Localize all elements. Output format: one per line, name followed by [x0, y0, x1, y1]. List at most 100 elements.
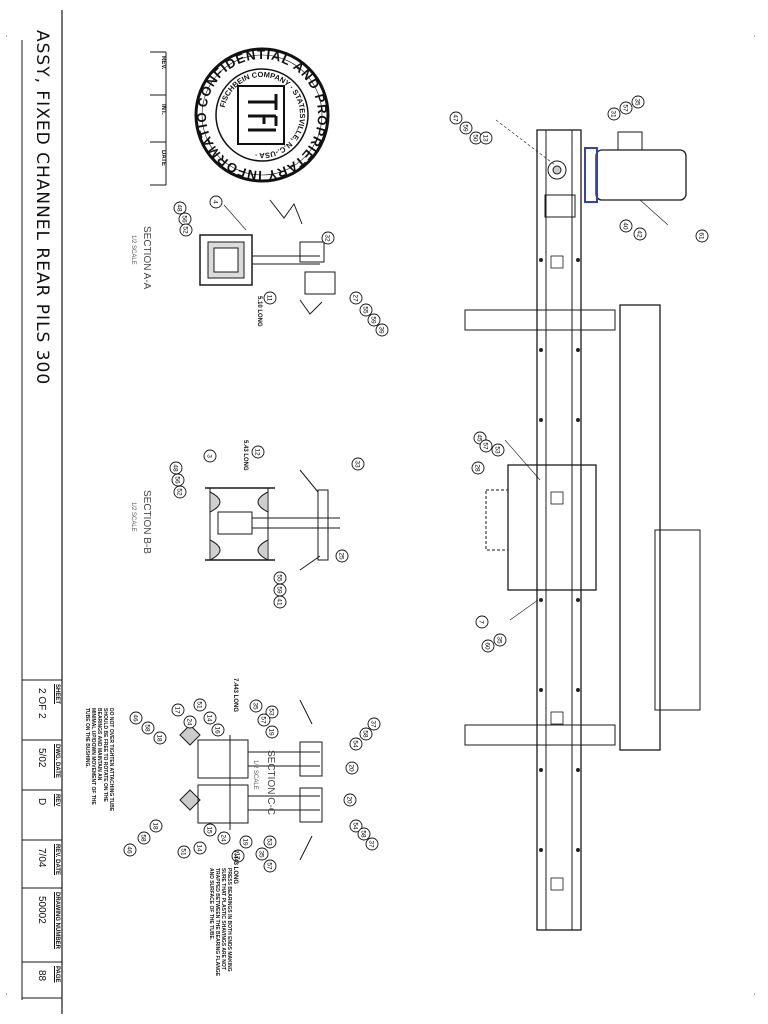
section-a-label: SECTION A-A	[141, 226, 152, 290]
part-balloon-number: 3	[206, 454, 213, 458]
part-balloon: 24	[183, 715, 197, 729]
part-balloon: 58	[141, 721, 155, 735]
part-balloon: 31	[607, 107, 621, 121]
part-balloon: 42	[633, 227, 647, 241]
title-block-value: D	[36, 798, 47, 806]
part-balloon: 20	[343, 793, 357, 807]
section-c-dim-top: 7.443 LONG	[232, 678, 238, 713]
part-balloon: 48	[169, 461, 183, 475]
part-balloon-number: 56	[181, 215, 188, 223]
part-balloon-number: 51	[196, 701, 203, 709]
part-balloon: 4	[209, 195, 223, 209]
part-balloon: 53	[263, 835, 277, 849]
part-balloon: 59	[459, 121, 473, 135]
part-balloon: 35	[255, 847, 269, 861]
part-balloon: 57	[619, 101, 633, 115]
part-balloon: 60	[481, 639, 495, 653]
part-balloon-number: 60	[484, 642, 491, 650]
section-c-dim-bottom: 7.443 LONG	[232, 850, 238, 885]
part-balloon-number: 55	[362, 306, 369, 314]
part-balloon-number: 14	[206, 714, 213, 722]
part-balloon-number: 57	[482, 442, 489, 450]
part-balloon-number: 28	[474, 464, 481, 472]
part-balloon-number: 16	[214, 726, 221, 734]
part-balloon: 41	[273, 595, 287, 609]
part-balloon-number: 58	[362, 730, 369, 738]
part-balloon-number: 17	[234, 852, 241, 860]
part-balloon-number: 58	[360, 830, 367, 838]
part-balloon: 53	[491, 443, 505, 457]
title-block-header: REV. DATE	[54, 844, 60, 876]
part-balloon: 27	[349, 291, 363, 305]
part-balloon-number: 58	[144, 724, 151, 732]
section-b-scale: 1/2 SCALE	[130, 502, 136, 532]
part-balloon: 61	[695, 229, 709, 243]
part-balloon: 14	[193, 841, 207, 855]
title-block-header: REV	[54, 794, 60, 807]
drawing-title: ASSY, FIXED CHANNEL REAR PILS 300	[32, 30, 52, 386]
part-balloon: 46	[129, 711, 143, 725]
svg-text:': '	[754, 994, 755, 1000]
section-b-label: SECTION B-B	[141, 490, 152, 554]
title-block-value: 5/02	[36, 748, 47, 768]
part-balloon: 59	[273, 583, 287, 597]
part-balloon: 51	[177, 845, 191, 859]
part-balloon: 12	[251, 445, 265, 459]
part-balloon-number: 13	[482, 134, 489, 142]
part-balloon-number: 57	[266, 862, 273, 870]
part-balloon: 25	[335, 549, 349, 563]
part-balloon: 51	[193, 698, 207, 712]
part-balloon-number: 35	[496, 636, 503, 644]
svg-text:': '	[6, 36, 7, 42]
part-balloon-number: 37	[368, 840, 375, 848]
part-balloon-number: 18	[152, 822, 159, 830]
tube-note: DO NOT OVER TIGHTEN ATTACHING TUBE SHOUL…	[84, 708, 114, 812]
part-balloon: 35	[249, 699, 263, 713]
part-balloon: 18	[153, 731, 167, 745]
part-balloon-number: 40	[622, 222, 629, 230]
part-balloon: 46	[123, 843, 137, 857]
part-balloon-number: 57	[622, 104, 629, 112]
part-balloon-number: 24	[220, 834, 227, 842]
part-balloon-number: 42	[636, 230, 643, 238]
part-balloon: 15	[203, 823, 217, 837]
svg-text:': '	[6, 994, 7, 1000]
part-balloon: 56	[171, 473, 185, 487]
int-label: INT.	[160, 104, 166, 115]
section-b-b	[205, 469, 340, 571]
part-balloon: 14	[203, 711, 217, 725]
part-balloon: 16	[211, 723, 225, 737]
part-balloon-number: 35	[634, 98, 641, 106]
part-balloon: 57	[479, 439, 493, 453]
part-balloon-number: 17	[174, 706, 181, 714]
part-balloon-number: 41	[276, 598, 283, 606]
part-balloon-number: 37	[370, 720, 377, 728]
part-balloon-number: 51	[180, 848, 187, 856]
part-balloon-number: 24	[186, 718, 193, 726]
part-balloon: 18	[149, 819, 163, 833]
title-block-value: 2 OF 2	[36, 688, 47, 719]
part-balloon-number: 50	[472, 134, 479, 142]
title-block-header: PAGE	[54, 966, 60, 983]
part-balloon: 7	[475, 615, 489, 629]
part-balloon-number: 53	[266, 838, 273, 846]
part-balloon: 35	[493, 633, 507, 647]
part-balloon-number: 4	[212, 200, 219, 204]
part-balloon: 39	[375, 323, 389, 337]
part-balloon-number: 32	[324, 234, 331, 242]
section-a-dim: 5.10 LONG	[256, 296, 262, 327]
part-balloon: 37	[367, 717, 381, 731]
sheet-border: ' ' ' '	[6, 10, 755, 1014]
section-c-scale: 1/2 SCALE	[252, 760, 258, 790]
part-balloon: 55	[273, 571, 287, 585]
part-balloon-number: 53	[494, 446, 501, 454]
part-balloon-number: 58	[140, 834, 147, 842]
part-balloon: 13	[479, 131, 493, 145]
date-label: DATE	[160, 150, 166, 166]
section-c-c	[179, 699, 323, 861]
part-balloon-number: 15	[206, 826, 213, 834]
main-assembly	[464, 119, 701, 931]
part-balloon-number: 52	[176, 488, 183, 496]
part-balloon-number: 47	[452, 114, 459, 122]
title-block-value: 7/04	[36, 848, 47, 868]
